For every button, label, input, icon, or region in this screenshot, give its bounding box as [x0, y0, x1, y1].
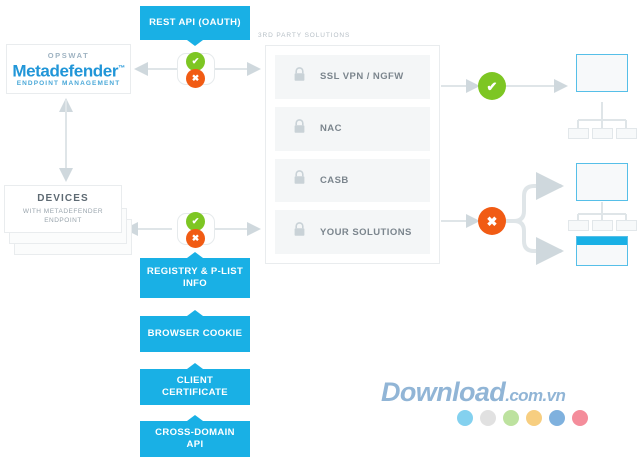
third-party-section-label: 3RD PARTY SOLUTIONS: [258, 32, 351, 39]
bottom-node-pass-symbol: ✔: [191, 216, 200, 226]
method-box-cross-domain-api[interactable]: CROSS-DOMAIN API: [140, 421, 250, 457]
rest-api-label: REST API (OAUTH): [149, 17, 241, 28]
network-leaf: [568, 220, 589, 231]
network-leaf: [592, 220, 613, 231]
method-label: CLIENT CERTIFICATE: [162, 375, 228, 398]
rest-api-box[interactable]: REST API (OAUTH): [140, 6, 250, 40]
lock-icon: [293, 170, 306, 190]
metadefender-logo-card: OPSWAT Metadefender™ ENDPOINT MANAGEMENT: [6, 44, 131, 94]
check-icon: ✔: [186, 212, 205, 231]
network-leaf: [592, 128, 613, 139]
watermark-logo: Download.com.vn: [381, 377, 566, 408]
network-main-node: [576, 54, 628, 92]
deny-gate-cross-icon: ✖: [478, 207, 506, 235]
solution-row-nac[interactable]: NAC: [275, 106, 430, 151]
solution-label: SSL VPN / NGFW: [320, 71, 404, 83]
devices-subtitle-line2: ENDPOINT: [44, 217, 82, 224]
method-label: REGISTRY & P-LIST INFO: [146, 266, 244, 289]
third-party-solutions-panel: SSL VPN / NGFW NAC CASB YOUR SOLUTIONS: [265, 45, 440, 264]
top-node-fail-symbol: ✖: [191, 73, 200, 83]
watermark-suffix: .com.vn: [505, 386, 566, 405]
device-card-front: DEVICES WITH METADEFENDER ENDPOINT: [4, 185, 122, 233]
watermark-dots: [457, 410, 588, 426]
watermark-dot: [503, 410, 519, 426]
bottom-node-fail-symbol: ✖: [191, 233, 200, 243]
trademark-symbol: ™: [118, 64, 125, 72]
watermark-dot: [572, 410, 588, 426]
network-leaf: [616, 220, 637, 231]
lock-icon: [293, 67, 306, 87]
opswat-brand: OPSWAT: [47, 50, 90, 60]
network-main-node: [576, 163, 628, 201]
method-box-registry[interactable]: REGISTRY & P-LIST INFO: [140, 258, 250, 298]
portal-header-bar: [577, 237, 627, 245]
watermark-name: Download: [381, 377, 506, 407]
method-box-client-certificate[interactable]: CLIENT CERTIFICATE: [140, 369, 250, 405]
watermark-dot: [549, 410, 565, 426]
method-label: BROWSER COOKIE: [147, 328, 243, 339]
metadefender-text: Metadefender: [12, 61, 119, 81]
logo-tagline: ENDPOINT MANAGEMENT: [16, 80, 121, 88]
method-box-browser-cookie[interactable]: BROWSER COOKIE: [140, 316, 250, 352]
remediation-portal-node: [576, 236, 628, 266]
solution-row-your-solutions[interactable]: YOUR SOLUTIONS: [275, 210, 430, 254]
top-node-pass-symbol: ✔: [191, 56, 200, 66]
network-leaf: [568, 128, 589, 139]
cross-icon: ✖: [186, 229, 205, 248]
solution-label: CASB: [320, 174, 349, 186]
lock-icon: [293, 222, 306, 242]
solution-row-casb[interactable]: CASB: [275, 158, 430, 203]
deny-gate-symbol: ✖: [486, 213, 498, 229]
solution-label: NAC: [320, 123, 342, 135]
network-leaf: [616, 128, 637, 139]
check-icon: ✔: [186, 52, 205, 71]
watermark-dot: [526, 410, 542, 426]
solution-row-ssl-vpn[interactable]: SSL VPN / NGFW: [275, 55, 430, 99]
metadefender-wordmark: Metadefender™: [12, 60, 125, 81]
devices-stack: DEVICES WITH METADEFENDER ENDPOINT: [4, 185, 132, 265]
allow-gate-check-icon: ✔: [478, 72, 506, 100]
devices-subtitle-line1: WITH METADEFENDER: [22, 208, 104, 215]
cross-icon: ✖: [186, 69, 205, 88]
method-label: CROSS-DOMAIN API: [155, 427, 235, 450]
lock-icon: [293, 118, 306, 139]
devices-subtitle: WITH METADEFENDER ENDPOINT: [23, 207, 103, 225]
watermark-dot: [480, 410, 496, 426]
devices-title: DEVICES: [37, 193, 89, 204]
allow-gate-symbol: ✔: [486, 78, 498, 94]
watermark-dot: [457, 410, 473, 426]
solution-label: YOUR SOLUTIONS: [320, 226, 412, 238]
